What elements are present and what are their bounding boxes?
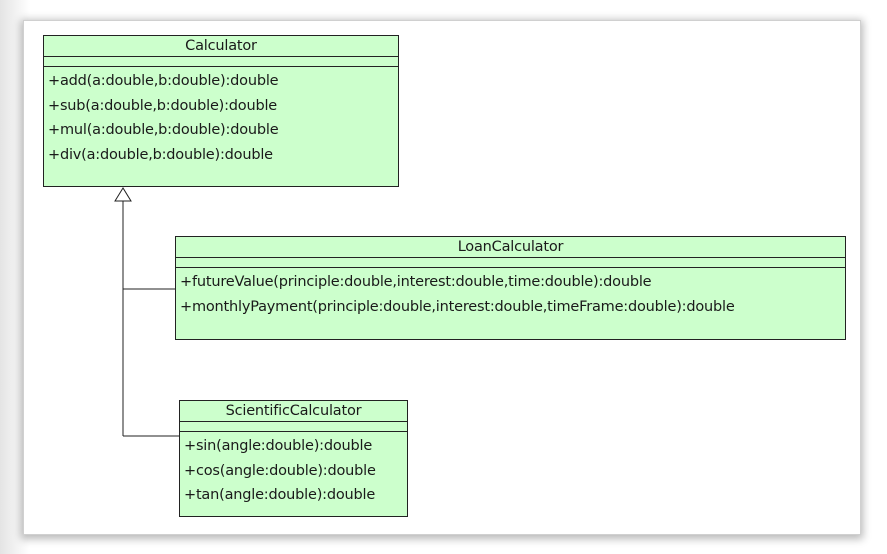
operation: +tan(angle:double):double [184,487,376,503]
class-calculator[interactable]: Calculator +add(a:double,b:double):doubl… [43,35,399,187]
operations-compartment: +sin(angle:double):double +cos(angle:dou… [180,432,407,510]
operation: +sin(angle:double):double [184,438,373,454]
operation: +sub(a:double,b:double):double [48,97,278,114]
generalization-arrowhead [114,187,132,202]
class-loan-calculator[interactable]: LoanCalculator +futureValue(principle:do… [175,236,846,340]
operation: +add(a:double,b:double):double [48,73,279,89]
operation: +monthlyPayment(principle:double,interes… [180,298,735,315]
operation: +div(a:double,b:double):double [48,146,273,163]
class-scientific-calculator[interactable]: ScientificCalculator +sin(angle:double):… [179,400,408,517]
operations-compartment: +add(a:double,b:double):double +sub(a:do… [44,67,398,169]
attributes-compartment [180,422,407,432]
attributes-compartment [176,258,845,268]
operation: +futureValue(principle:double,interest:d… [180,274,652,290]
class-name: LoanCalculator [176,237,845,258]
attributes-compartment [44,57,398,67]
class-name: Calculator [44,36,398,57]
class-name: ScientificCalculator [180,401,407,422]
operations-compartment: +futureValue(principle:double,interest:d… [176,268,845,321]
operation: +mul(a:double,b:double):double [48,122,279,138]
operation: +cos(angle:double):double [184,462,376,479]
